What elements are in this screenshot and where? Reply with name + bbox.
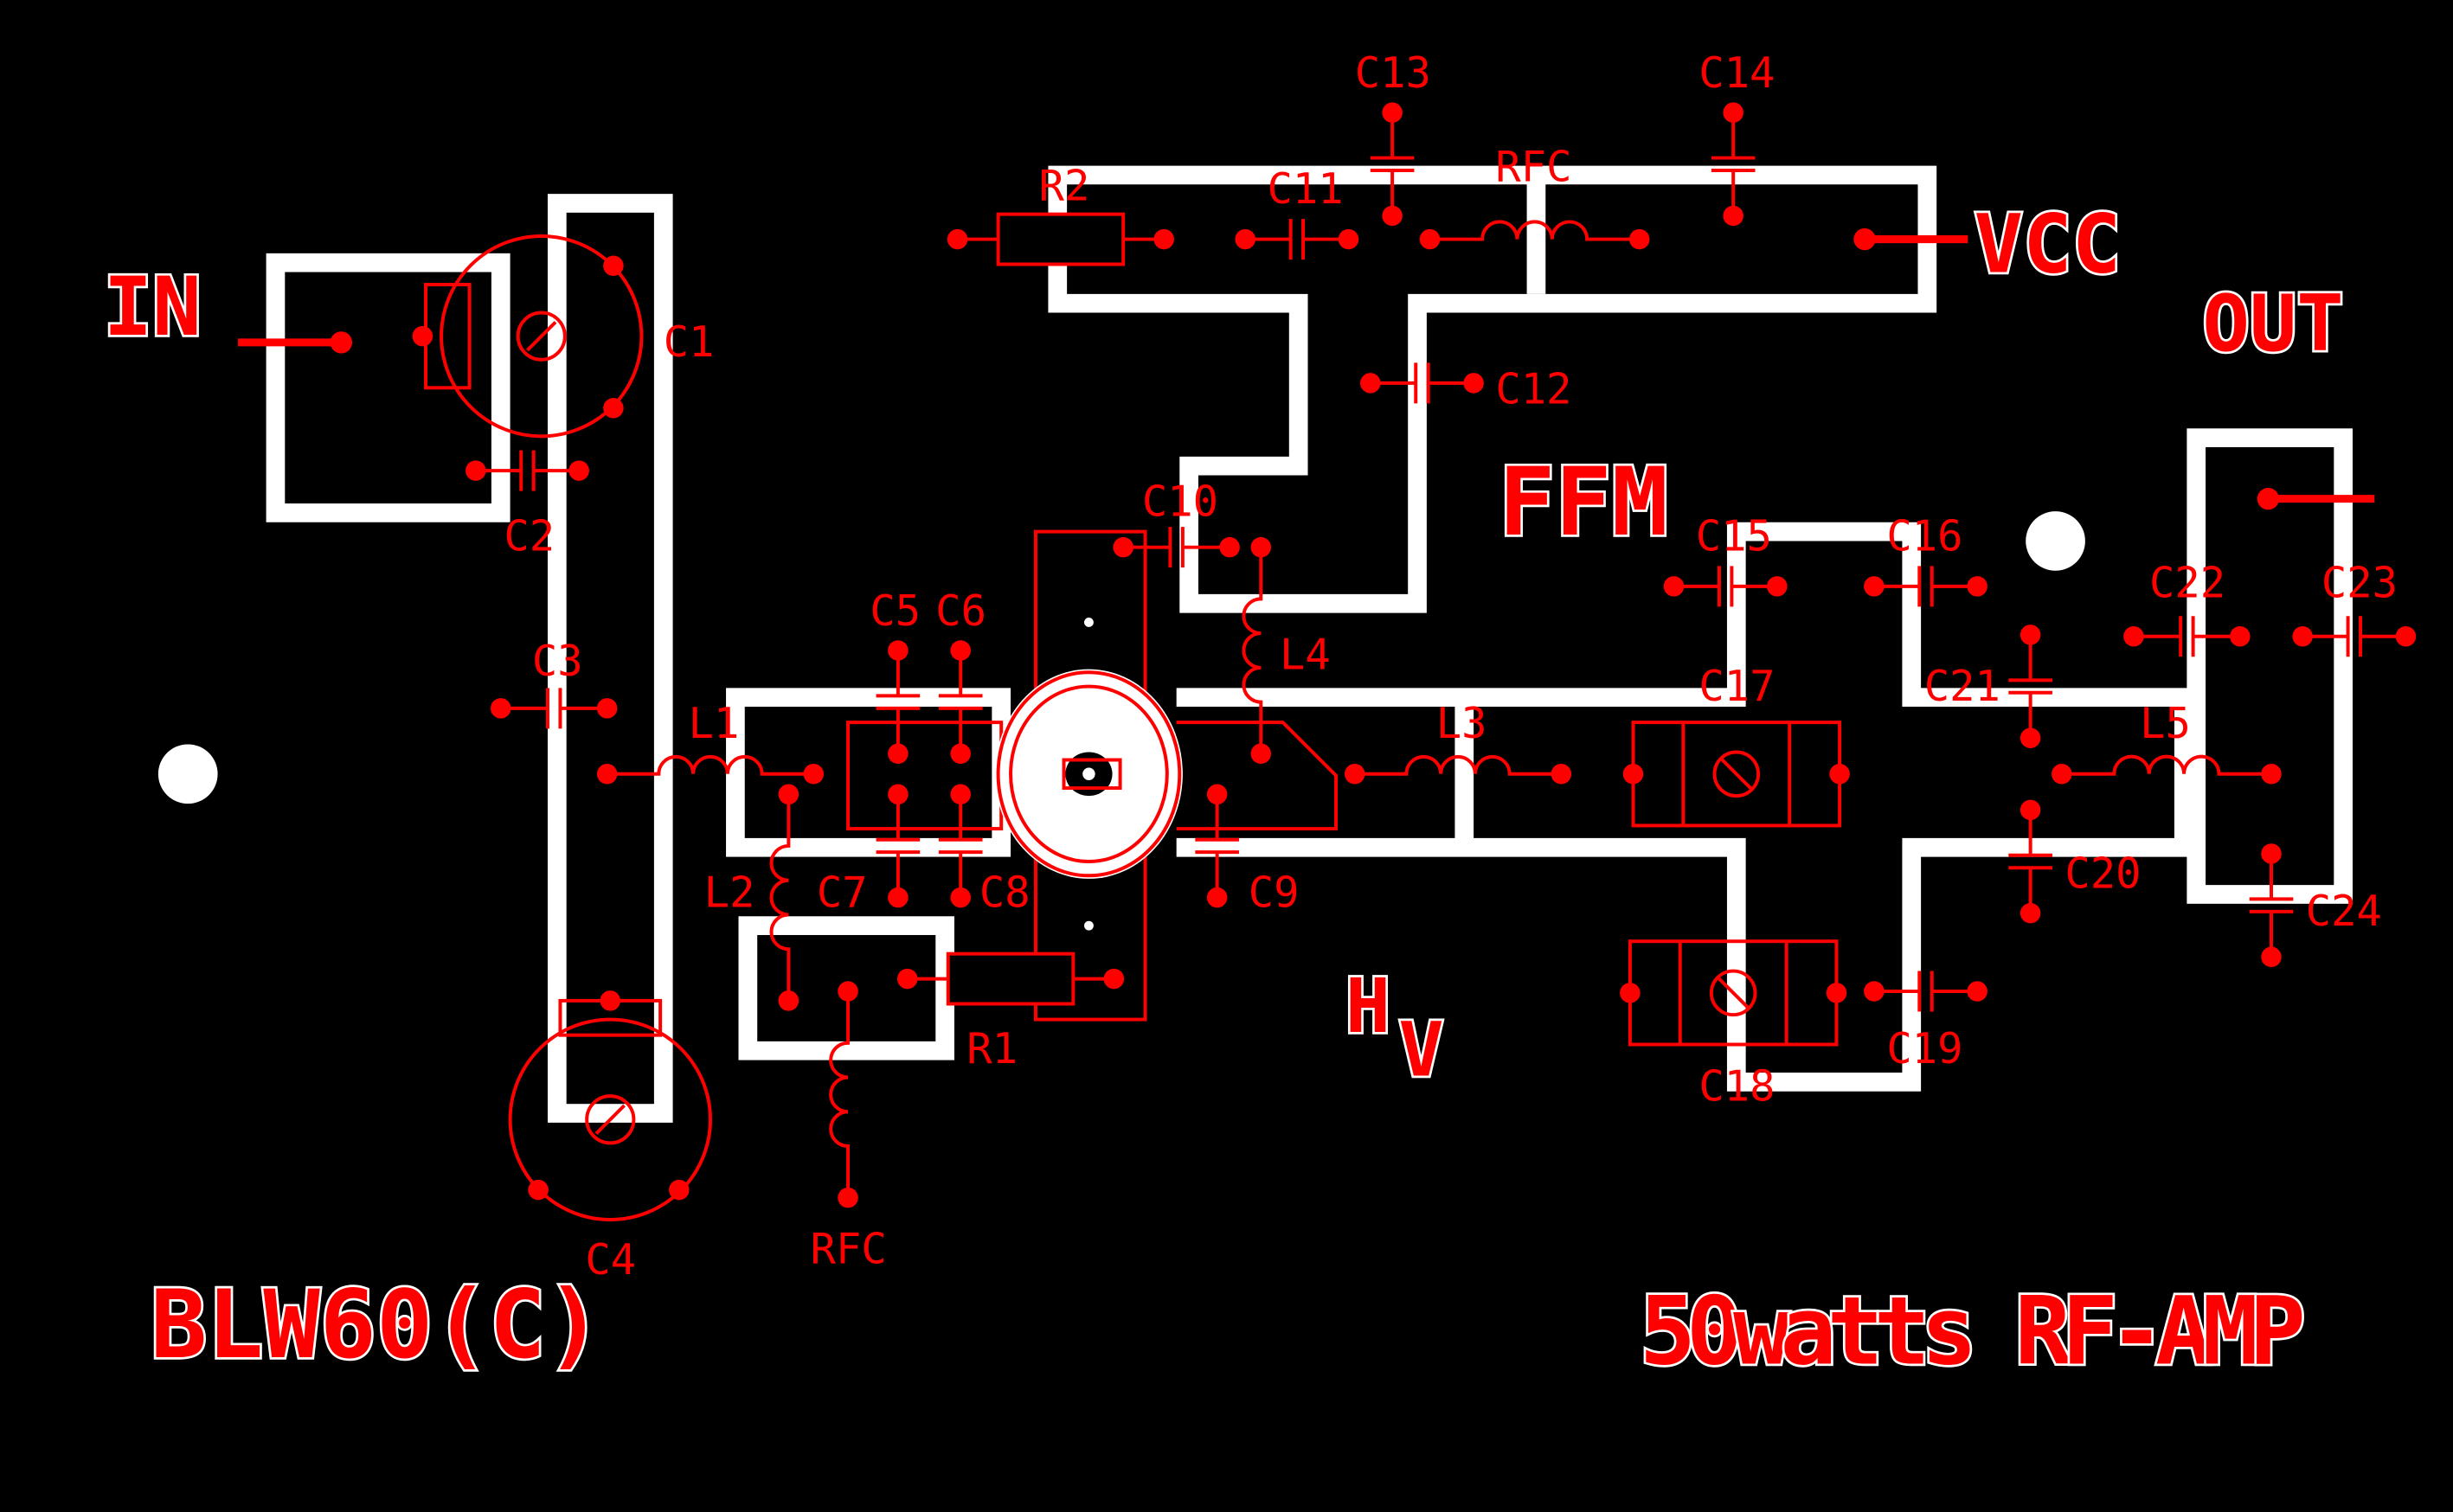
trimmer-c1: C1 — [412, 234, 715, 439]
capacitor-c2: C2 — [466, 450, 589, 561]
capacitor-c21: C21 — [1924, 625, 2052, 748]
inductor-rfc_bottom: RFC — [811, 981, 887, 1274]
label-c11: C11 — [1267, 164, 1343, 214]
capacitor-c19: C19 — [1864, 971, 1987, 1073]
label-c2: C2 — [504, 511, 555, 561]
in-label: IN — [104, 260, 202, 355]
label-c3: C3 — [532, 637, 583, 686]
inductor-rfc_top: RFC — [1419, 143, 1650, 250]
capacitor-c20: C20 — [2008, 799, 2142, 924]
ffm-mark: FFM — [1499, 447, 1668, 557]
trimmer-c17: C17 — [1622, 662, 1850, 828]
label-r2: R2 — [1039, 161, 1090, 210]
trimmer-c4: C4 — [508, 990, 712, 1285]
h-mark: H — [1345, 963, 1390, 1050]
capacitor-c12: C12 — [1360, 362, 1572, 413]
label-c13: C13 — [1355, 48, 1431, 98]
supply-trace — [1048, 165, 1937, 613]
label-c12: C12 — [1495, 364, 1571, 413]
label-c18: C18 — [1698, 1062, 1775, 1112]
out-label: OUT — [2202, 279, 2343, 369]
inductor-l3: L3 — [1344, 699, 1572, 785]
label-c21: C21 — [1924, 662, 2000, 711]
label-l1: L1 — [689, 699, 740, 748]
inductor-l1: L1 — [596, 699, 825, 785]
label-c20: C20 — [2065, 849, 2141, 899]
inductor-l4: L4 — [1242, 536, 1331, 765]
capacitor-c3: C3 — [490, 637, 618, 729]
resistor-r2: R2 — [947, 161, 1174, 266]
label-c10: C10 — [1142, 477, 1218, 527]
vcc-label: VCC — [1975, 198, 2122, 292]
label-c7: C7 — [817, 868, 868, 917]
copper-traces — [157, 165, 2353, 1123]
board-title: 50watts RF-AMP — [1640, 1276, 2306, 1386]
label-r1: R1 — [966, 1024, 1018, 1073]
trimmer-c18: C18 — [1620, 939, 1847, 1112]
capacitor-c22: C22 — [2123, 559, 2251, 657]
label-c14: C14 — [1698, 48, 1775, 98]
mounting-hole-left — [157, 744, 218, 804]
label-c8: C8 — [979, 868, 1031, 917]
capacitor-c6: C6 — [935, 586, 986, 765]
label-c1: C1 — [664, 317, 715, 367]
input-strip — [547, 194, 673, 1123]
label-c17: C17 — [1698, 662, 1775, 711]
mounting-hole-right — [2026, 511, 2085, 571]
transistor-label: BLW60(C) — [151, 1270, 602, 1380]
capacitor-c8: C8 — [938, 784, 1031, 917]
label-c22: C22 — [2149, 559, 2225, 608]
capacitor-c7: C7 — [817, 784, 921, 917]
label-l3: L3 — [1436, 699, 1487, 748]
label-l5: L5 — [2140, 699, 2191, 748]
capacitor-c11: C11 — [1235, 164, 1359, 260]
transistor-blw60 — [846, 529, 1339, 1022]
capacitor-c5: C5 — [870, 586, 921, 765]
io-lines — [238, 227, 2375, 510]
capacitor-c15: C15 — [1663, 511, 1788, 607]
label-rfc_bottom: RFC — [811, 1225, 887, 1274]
label-c24: C24 — [2306, 887, 2382, 936]
label-c19: C19 — [1886, 1024, 1962, 1073]
v-mark: V — [1398, 1007, 1443, 1094]
capacitor-c10: C10 — [1113, 477, 1240, 568]
capacitor-c13: C13 — [1355, 48, 1431, 227]
capacitor-c14: C14 — [1698, 48, 1776, 227]
input-pad — [266, 253, 511, 522]
label-c16: C16 — [1886, 511, 1962, 561]
label-c4: C4 — [585, 1235, 636, 1285]
resistor-r1: R1 — [896, 951, 1125, 1073]
bias-pad — [738, 916, 954, 1060]
label-c5: C5 — [870, 586, 921, 636]
label-l2: L2 — [704, 868, 755, 917]
label-c6: C6 — [935, 586, 986, 636]
board-labels: IN VCC OUT FFM H V BLW60(C) 50watts RF-A… — [101, 195, 2347, 1388]
label-rfc_top: RFC — [1495, 143, 1571, 192]
label-c9: C9 — [1249, 868, 1300, 917]
label-c23: C23 — [2321, 559, 2398, 608]
capacitor-c16: C16 — [1864, 511, 1987, 607]
capacitor-c23: C23 — [2292, 559, 2417, 657]
label-c15: C15 — [1696, 511, 1772, 561]
capacitor-c24: C24 — [2249, 843, 2382, 968]
capacitor-c9: C9 — [1195, 784, 1300, 917]
label-l4: L4 — [1280, 631, 1331, 680]
inductor-l5: L5 — [2052, 699, 2282, 785]
